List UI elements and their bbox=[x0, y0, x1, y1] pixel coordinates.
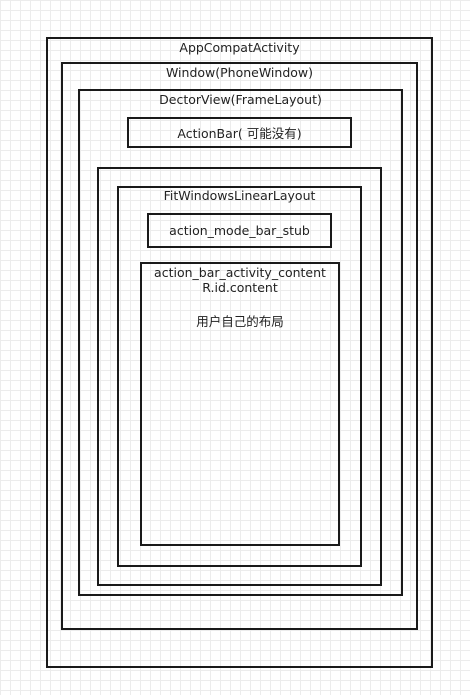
r-id-content-label: R.id.content bbox=[202, 280, 278, 295]
user-layout-label: 用户自己的布局 bbox=[196, 314, 284, 329]
action-bar-activity-content-box: action_bar_activity_content R.id.content… bbox=[140, 262, 340, 546]
fit-windows-linear-layout-box: FitWindowsLinearLayout bbox=[117, 186, 362, 567]
decor-view-box: DectorView(FrameLayout) bbox=[78, 89, 403, 596]
action-mode-bar-stub-label: action_mode_bar_stub bbox=[169, 223, 310, 238]
content-frame-box bbox=[97, 167, 382, 586]
action-bar-activity-content-label: action_bar_activity_content bbox=[154, 265, 326, 280]
window-label: Window(PhoneWindow) bbox=[165, 65, 314, 80]
app-compat-activity-box: AppCompatActivity bbox=[46, 37, 433, 668]
action-bar-label: ActionBar( 可能没有) bbox=[177, 126, 302, 141]
window-box: Window(PhoneWindow) bbox=[61, 62, 418, 630]
action-bar-box: ActionBar( 可能没有) bbox=[127, 117, 352, 148]
decor-view-label: DectorView(FrameLayout) bbox=[159, 92, 322, 107]
app-compat-activity-label: AppCompatActivity bbox=[179, 40, 300, 55]
action-mode-bar-stub-box: action_mode_bar_stub bbox=[147, 213, 332, 248]
fit-windows-linear-layout-label: FitWindowsLinearLayout bbox=[163, 188, 316, 203]
